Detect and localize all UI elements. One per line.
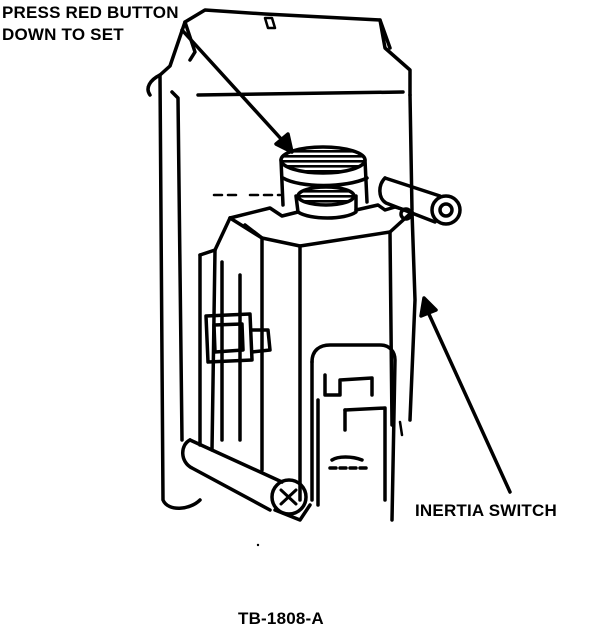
mounting-bracket — [146, 8, 414, 510]
reset-button — [212, 145, 369, 220]
callout-press-line1: PRESS RED BUTTON — [2, 3, 179, 22]
leader-arrow-inertia — [419, 296, 512, 494]
bottom-pivot-pin — [181, 438, 312, 522]
figure-id: TB-1808-A — [238, 609, 324, 628]
speck-mark — [256, 543, 260, 547]
callout-inertia-switch: INERTIA SWITCH — [415, 501, 557, 520]
switch-housing — [198, 203, 417, 522]
top-pivot-pin — [378, 176, 462, 226]
leader-arrow-press — [180, 28, 294, 154]
callout-press-line2: DOWN TO SET — [2, 25, 124, 44]
callout-press-red-button: PRESS RED BUTTON DOWN TO SET — [2, 2, 179, 46]
